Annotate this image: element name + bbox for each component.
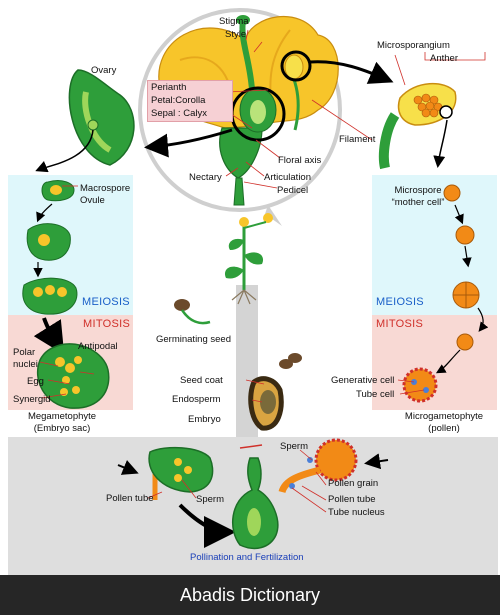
label-floral-axis: Floral axis: [278, 155, 322, 166]
label-sepal-calyx: Sepal : Calyx: [151, 108, 207, 119]
pollen-grain-drawing: [402, 367, 438, 403]
label-tube-cell: Tube cell: [356, 389, 395, 400]
pistil-drawing: [232, 457, 279, 550]
label-egg: Egg: [27, 376, 44, 387]
label-anther: Anther: [430, 53, 458, 64]
label-embryo: Embryo: [188, 414, 221, 425]
label-mitosis-left: MITOSIS: [83, 318, 131, 330]
label-meiosis-left: MEIOSIS: [82, 296, 130, 308]
label-macrospore: Macrospore: [80, 183, 131, 194]
label-articulation: Articulation: [264, 172, 311, 183]
footer-brand: Abadis Dictionary: [179, 584, 321, 605]
label-generative-cell: Generative cell: [331, 375, 395, 386]
label-pollen-tube-right: Pollen tube: [328, 494, 376, 505]
label-microgametophyte: Microgametophyte: [404, 411, 484, 422]
label-mitosis-right: MITOSIS: [376, 318, 424, 330]
label-synergid: Synergid: [13, 394, 51, 405]
label-pollination-fertilization: Pollination and Fertilization: [190, 552, 304, 563]
label-petal-corolla: Petal:Corolla: [151, 95, 206, 106]
label-megametophyte: Megametophyte: [27, 411, 97, 422]
label-microspore: Microspore: [394, 185, 442, 196]
label-pollen: (pollen): [428, 423, 460, 434]
diagram-artwork: [8, 8, 498, 575]
label-antipodal: Antipodal: [78, 341, 118, 352]
label-mother-cell: “mother cell”: [391, 197, 445, 208]
right-mitosis-panel: [372, 315, 497, 410]
label-stigma: Stigma: [219, 16, 249, 27]
ovary-drawing: [68, 69, 135, 166]
label-style: Style: [225, 29, 247, 40]
label-ovary: Ovary: [91, 65, 117, 76]
label-pedicel: Pedicel: [277, 185, 309, 196]
label-seed-coat: Seed coat: [180, 375, 223, 386]
pollen-grain-large: [314, 438, 358, 482]
label-sperm-left: Sperm: [196, 494, 224, 505]
label-ovule: Ovule: [80, 195, 105, 206]
label-tube-nucleus: Tube nucleus: [328, 507, 385, 518]
label-sperm-top: Sperm: [280, 441, 308, 452]
label-microsporangium: Microsporangium: [377, 40, 450, 51]
label-filament: Filament: [339, 134, 376, 145]
label-endosperm: Endosperm: [172, 394, 221, 405]
label-germinating-seed: Germinating seed: [156, 334, 231, 345]
label-embryo-sac: (Embryo sac): [33, 423, 91, 434]
label-meiosis-right: MEIOSIS: [376, 296, 424, 308]
plant-life-cycle-diagram: Stigma Style Perianth Petal:Corolla Sepa…: [8, 8, 498, 575]
small-plant-drawing: [224, 213, 273, 305]
footer-bar: Abadis Dictionary: [0, 575, 500, 615]
label-polar: Polar: [13, 347, 36, 358]
label-pollen-tube-left: Pollen tube: [106, 493, 154, 504]
perianth-box: Perianth Petal:Corolla Sepal : Calyx: [147, 80, 233, 122]
label-nectary: Nectary: [189, 172, 222, 183]
label-pollen-grain: Pollen grain: [328, 478, 379, 489]
label-perianth: Perianth: [151, 82, 187, 93]
label-nuclei: nuclei: [13, 359, 38, 370]
